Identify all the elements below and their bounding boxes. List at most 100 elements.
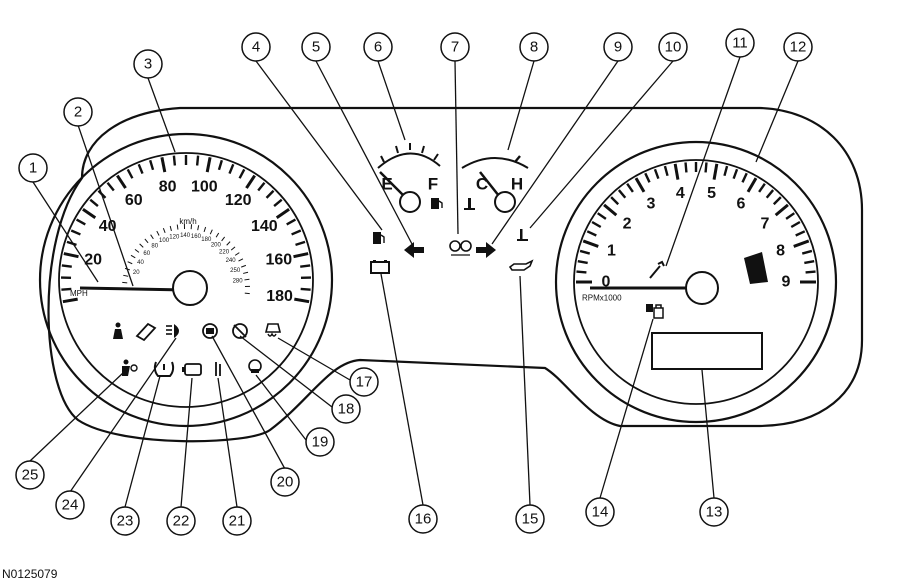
speedometer-indicators [113,322,282,377]
rpm-tick [732,168,739,180]
leader-2 [77,124,134,287]
kmh-tick [209,229,213,235]
leader-3 [147,77,176,153]
leader-5 [315,60,413,245]
rpm-tick-label: 0 [602,274,611,291]
mph-tick [137,163,144,174]
fuel-gauge: E F [377,143,443,213]
speedometer-bezel [38,132,334,428]
kmh-tick [156,230,160,236]
seatbelt-icon [113,322,123,339]
mph-tick [217,159,223,171]
odometer-display [651,332,763,370]
tachometer-hub [685,271,719,305]
mph-unit: MPH [70,289,88,298]
rpm-tick [663,165,669,177]
callout-21: 21 [229,513,246,530]
callout-16: 16 [415,511,432,528]
mph-tick [61,264,72,268]
rpm-tick-label: 3 [647,196,656,213]
callout-22: 22 [173,513,190,530]
callout-3-circle [133,49,163,79]
rpm-tick [591,220,602,229]
rpm-tick-label: 1 [607,243,616,260]
callout-7: 7 [451,39,459,56]
callout-11: 11 [732,35,748,52]
engine-icon [182,363,202,376]
cluster-housing [47,106,864,443]
leader-9 [491,60,619,245]
tachometer-bezel [554,140,838,424]
rpm-tick [577,259,588,265]
callout-20: 20 [277,474,294,491]
speedometer-needle [79,286,187,292]
traction-icon [264,323,282,337]
mph-tick [116,174,127,189]
kmh-tick-label: 80 [151,243,158,249]
kmh-tick [238,258,244,262]
mph-tick-label: 180 [266,288,293,305]
callout-8-circle [519,32,549,62]
rpm-tick-label: 2 [623,216,632,233]
fuel-tick [421,145,425,154]
rpm-tick-label: 7 [760,216,769,233]
fuel-gauge-arc [377,152,441,169]
rpm-tick [804,259,815,265]
low-fuel-icon [373,232,385,244]
rpm-tick [774,203,789,217]
kmh-tick [226,241,231,246]
rpm-tick [741,172,748,183]
kmh-tick-label: 120 [169,234,180,240]
mph-tick-label: 80 [159,178,177,195]
rpm-tick [785,212,795,220]
mph-tick [291,229,302,236]
mph-tick [160,157,167,173]
mph-tick-label: 120 [225,192,252,209]
callout-13: 13 [706,504,723,521]
callout-18: 18 [338,401,355,418]
callout-7-circle [440,32,470,62]
rpm-tick [765,189,775,199]
mph-tick-label: 40 [99,218,117,235]
kmh-tick-label: 100 [159,238,170,244]
rpm-tick [684,162,688,173]
callout-14: 14 [592,504,609,521]
mph-tick [245,174,256,189]
kmh-tick [150,234,154,240]
kmh-tick [127,261,133,265]
mph-tick [257,181,266,192]
mph-tick [294,297,310,304]
mph-tick [66,240,77,247]
rpm-tick [582,239,599,248]
mph-tick [228,163,235,174]
battery-icon [370,260,390,274]
callout-10: 10 [665,39,682,56]
callout-22-circle [166,506,196,536]
leader-11 [665,56,741,267]
fuel-pump-icon [431,198,443,209]
callout-10-circle [658,32,688,62]
callout-12-circle [783,32,813,62]
rpm-tick [795,230,806,237]
kmh-tick [234,252,240,256]
fuel-hub [399,191,421,213]
kmh-tick-label: 40 [137,260,144,266]
rpm-tick [801,249,813,255]
kmh-tick [241,264,247,268]
leader-20 [211,335,286,470]
mph-tick [63,252,79,259]
fuel-tick [395,145,399,154]
rpm-tick [712,163,719,180]
callout-23-circle [110,506,140,536]
callout-13-circle [699,497,729,527]
leader-4 [255,60,383,231]
kmh-tick [197,225,200,231]
callout-6-circle [363,32,393,62]
speedometer-dial [58,152,314,408]
callout-24-circle [55,490,85,520]
rpm-tick-label: 9 [782,274,791,291]
mph-tick [62,297,78,304]
rpm-tick [790,220,801,229]
mph-tick [195,155,200,166]
